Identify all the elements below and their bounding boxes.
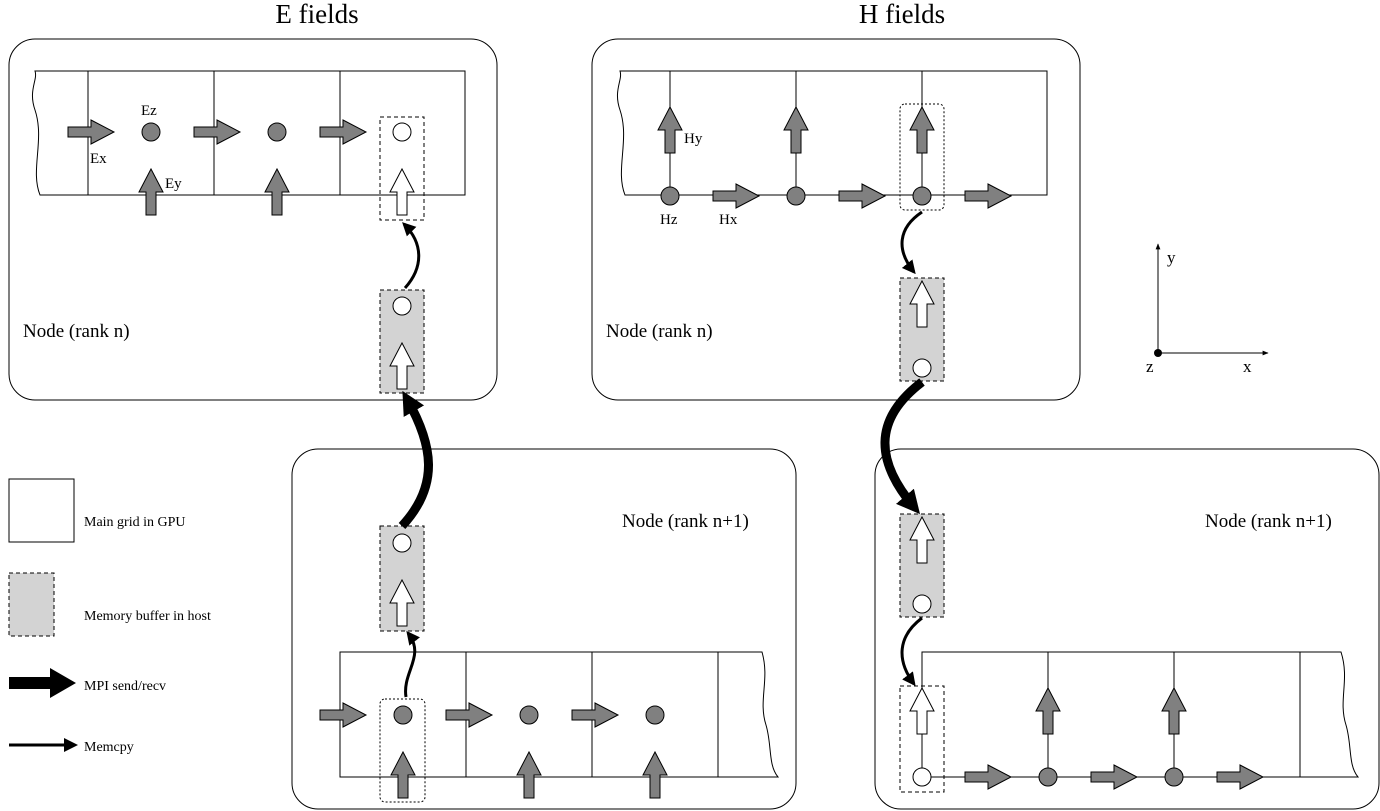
ex-label: Ex bbox=[90, 151, 107, 167]
h-node-rank-n-label: Node (rank n) bbox=[606, 321, 713, 342]
ez-label: Ez bbox=[141, 103, 157, 119]
legend-mpi-arrow bbox=[9, 668, 76, 698]
mpi-arrow bbox=[880, 378, 925, 515]
h-host-buffer-bottom bbox=[899, 513, 945, 618]
h-fields-title: H fields bbox=[859, 0, 945, 29]
h-ghost-cell-bottom bbox=[899, 685, 945, 793]
e-node-rank-n1: Node (rank n+1) bbox=[291, 448, 797, 810]
hz-point bbox=[1164, 767, 1184, 787]
mpi-arrow bbox=[398, 390, 433, 530]
h-host-buffer-top bbox=[899, 277, 945, 382]
h-main-grid-bottom bbox=[921, 651, 1360, 778]
x-axis-label: x bbox=[1243, 357, 1252, 376]
legend-mpi-label: MPI send/recv bbox=[84, 679, 166, 694]
e-host-buffer-bottom bbox=[379, 525, 425, 632]
hz-label: Hz bbox=[660, 212, 678, 228]
ez-point bbox=[267, 122, 287, 142]
h-main-grid-top bbox=[616, 70, 1048, 196]
hz-point bbox=[912, 186, 932, 206]
legend-main-grid-swatch bbox=[8, 478, 75, 543]
h-boundary-cell-top bbox=[899, 103, 945, 211]
hz-point bbox=[786, 186, 806, 206]
legend-memcpy-label: Memcpy bbox=[84, 740, 134, 755]
hz-point bbox=[660, 186, 680, 206]
hz-point bbox=[1038, 767, 1058, 787]
e-ghost-cell-top bbox=[379, 116, 425, 221]
legend: Main grid in GPU Memory buffer in host M… bbox=[8, 478, 211, 755]
memcpy-arrow bbox=[402, 222, 421, 290]
ez-point bbox=[393, 705, 413, 725]
h-node-rank-n1: Node (rank n+1) bbox=[874, 448, 1380, 810]
e-fields-title: E fields bbox=[275, 0, 358, 29]
legend-memory-buffer-swatch bbox=[8, 572, 55, 637]
e-node-rank-n: Ez Ex Ey Node (rank n) bbox=[8, 38, 498, 401]
e-boundary-cell-bottom bbox=[379, 698, 426, 803]
hx-label: Hx bbox=[719, 212, 738, 228]
e-node-rank-n1-label: Node (rank n+1) bbox=[622, 511, 749, 532]
e-host-buffer-top bbox=[379, 289, 425, 394]
ez-point bbox=[645, 705, 665, 725]
e-node-rank-n-label: Node (rank n) bbox=[23, 321, 130, 342]
h-node-rank-n: Hy Hz Hx Node (rank n) bbox=[591, 38, 1081, 401]
z-axis-dot bbox=[1154, 349, 1162, 357]
y-axis-label: y bbox=[1167, 248, 1176, 267]
legend-main-grid-label: Main grid in GPU bbox=[84, 515, 186, 530]
hy-label: Hy bbox=[684, 131, 703, 147]
memcpy-arrow bbox=[404, 630, 420, 698]
legend-memcpy-arrow bbox=[9, 738, 78, 752]
memcpy-arrow bbox=[900, 616, 923, 687]
h-node-rank-n1-label: Node (rank n+1) bbox=[1205, 511, 1332, 532]
ez-point bbox=[141, 122, 161, 142]
ey-label: Ey bbox=[165, 176, 182, 192]
coordinate-axes: y x z bbox=[1146, 243, 1269, 376]
z-axis-label: z bbox=[1146, 357, 1154, 376]
memcpy-arrow bbox=[900, 210, 923, 275]
ez-point bbox=[519, 705, 539, 725]
legend-memory-buffer-label: Memory buffer in host bbox=[84, 609, 211, 624]
